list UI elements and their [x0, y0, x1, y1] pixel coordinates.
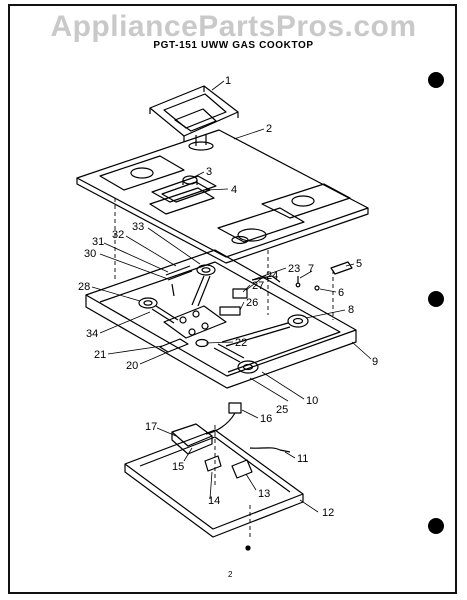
- callout-30: 30: [84, 248, 96, 260]
- callout-21: 21: [94, 349, 106, 361]
- bottom-pan-part-12: [124, 429, 304, 538]
- binder-hole-top: [428, 72, 444, 88]
- callout-8: 8: [348, 304, 354, 316]
- callout-11: 11: [297, 453, 308, 465]
- leader-lines: [91, 80, 372, 513]
- callout-2: 2: [266, 123, 272, 135]
- cord-part-11: [249, 447, 291, 453]
- callout-13: 13: [258, 488, 270, 500]
- page-number: 2: [228, 570, 233, 579]
- watermark: AppliancePartsPros.com: [50, 10, 417, 43]
- callout-12: 12: [322, 507, 334, 519]
- burner-assembly: [138, 264, 309, 374]
- callout-20: 20: [126, 360, 138, 372]
- callout-24: 24: [266, 270, 278, 282]
- callout-33: 33: [132, 221, 144, 233]
- callout-3: 3: [206, 166, 212, 178]
- page-border: [8, 4, 457, 594]
- callout-15: 15: [172, 461, 184, 473]
- callout-7: 7: [308, 263, 314, 275]
- callout-9: 9: [372, 356, 378, 368]
- callout-32: 32: [112, 229, 124, 241]
- diagram-title: PGT-151 UWW GAS COOKTOP: [153, 40, 314, 51]
- callout-31: 31: [92, 236, 104, 248]
- callout-16: 16: [260, 413, 272, 425]
- grate-part-1: [149, 85, 239, 151]
- binder-hole-middle: [428, 291, 444, 307]
- callout-26: 26: [246, 297, 258, 309]
- bottom-screw: [245, 545, 251, 551]
- callout-5: 5: [356, 258, 362, 270]
- callout-23: 23: [288, 263, 300, 275]
- cooktop-top-part-2: [76, 129, 369, 264]
- bracket-parts-13-14: [204, 455, 253, 479]
- callout-34: 34: [86, 328, 98, 340]
- callout-labels: 1 2 3 4 5 6 7 8 9 10 11 12 13 14 15 16 1…: [78, 75, 378, 519]
- callout-1: 1: [225, 75, 231, 87]
- callout-14: 14: [208, 495, 220, 507]
- burner-box-part-9: [85, 249, 357, 389]
- callout-27: 27: [252, 280, 264, 292]
- callout-10: 10: [306, 395, 318, 407]
- callout-28: 28: [78, 281, 90, 293]
- callout-4: 4: [231, 184, 237, 196]
- callout-6: 6: [338, 287, 344, 299]
- hardware-parts-5-6-7: [295, 261, 353, 291]
- callout-17: 17: [145, 421, 157, 433]
- igniter-part-16: [205, 402, 242, 435]
- binder-hole-bottom: [428, 518, 444, 534]
- callout-22: 22: [235, 337, 247, 349]
- callout-25: 25: [276, 404, 288, 416]
